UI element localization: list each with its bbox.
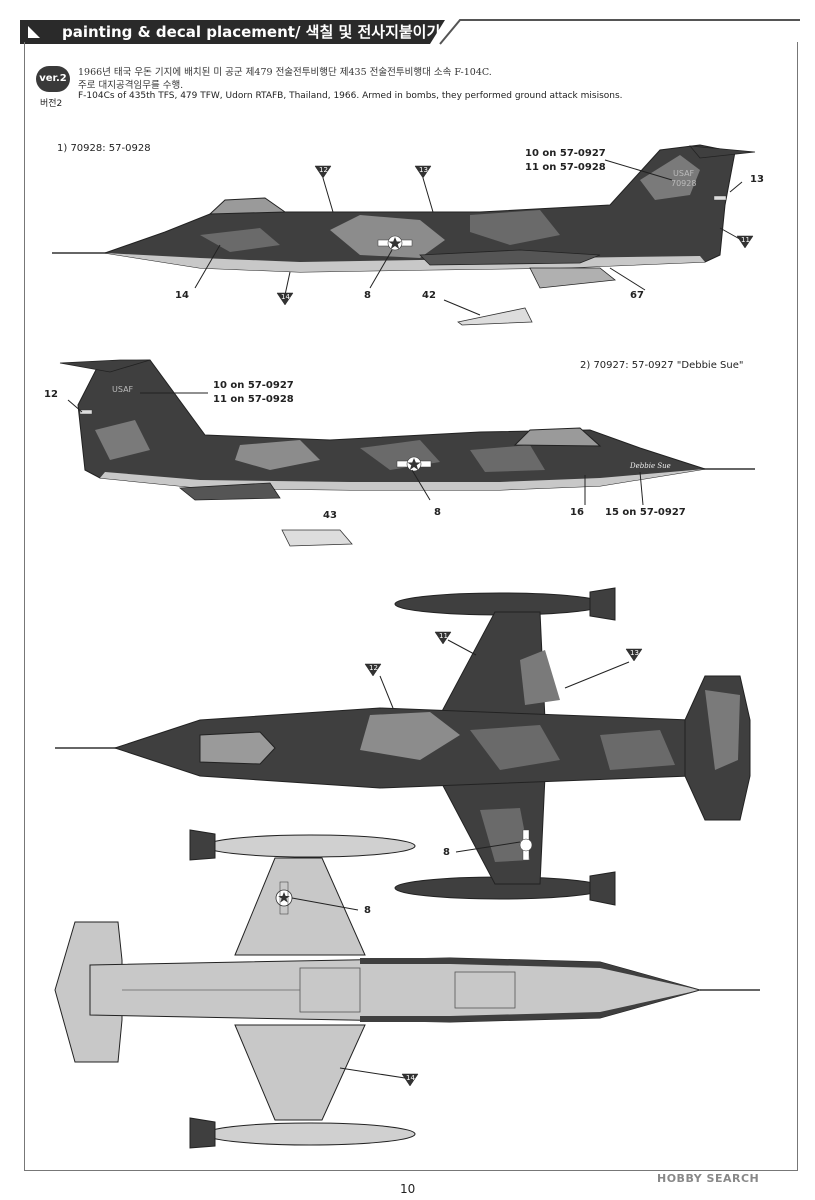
top-view-aircraft (55, 587, 751, 906)
header-bar (20, 12, 800, 52)
marker-label-11: 11 (741, 236, 750, 244)
callout-10-on-57-0927-p2: 10 on 57-0927 (213, 380, 294, 391)
header-bar-shape (20, 19, 800, 45)
marker-label-13: 13 (419, 166, 428, 174)
callout-43: 43 (323, 510, 337, 521)
description-english: F-104Cs of 435th TFS, 479 TFW, Udorn RTA… (78, 91, 623, 101)
marker-label-14-bottom: 14 (406, 1074, 415, 1082)
callout-8-p2: 8 (434, 507, 441, 518)
profile-2-aircraft: USAF Debbie Sue (59, 359, 755, 501)
profile-2-label: 2) 70927: 57-0927 "Debbie Sue" (580, 360, 744, 371)
callout-8-top: 8 (443, 847, 450, 858)
callout-13: 13 (750, 174, 764, 185)
triangle-icon (28, 26, 40, 38)
tail-text-usaf-2: USAF (112, 385, 134, 394)
part-42 (457, 307, 533, 326)
nose-art-text: Debbie Sue (629, 462, 671, 470)
part-43 (281, 529, 353, 547)
page-title: painting & decal placement/ 색칠 및 전사지붙이기 (62, 23, 441, 41)
page-number: 10 (400, 1182, 416, 1196)
callout-67: 67 (630, 290, 644, 301)
profile-1-label: 1) 70928: 57-0928 (57, 143, 151, 154)
marker-label-14: 14 (281, 293, 290, 301)
version-badge: ver.2 (36, 66, 70, 92)
callout-42: 42 (422, 290, 436, 301)
callout-16: 16 (570, 507, 584, 518)
marker-label-12-top: 12 (369, 664, 378, 672)
tail-text-usaf: USAF (673, 169, 695, 178)
callout-14: 14 (175, 290, 189, 301)
callout-12-p2: 12 (44, 389, 58, 400)
description-korean-line2: 주로 대지공격임무를 수행. (78, 80, 184, 91)
callout-8-bottom: 8 (364, 905, 371, 916)
marker-label-12: 12 (319, 166, 328, 174)
callout-8: 8 (364, 290, 371, 301)
watermark: HOBBY SEARCH (657, 1172, 760, 1185)
marker-label-11-top: 11 (439, 632, 448, 640)
description-korean-line1: 1966년 태국 우돈 기지에 배치된 미 공군 제479 전술전투비행단 제4… (78, 67, 492, 78)
bottom-view-aircraft (54, 829, 760, 1149)
callout-10-on-57-0927: 10 on 57-0927 (525, 148, 606, 159)
callout-11-on-57-0928: 11 on 57-0928 (525, 162, 606, 173)
page-frame (24, 42, 798, 1171)
marker-label-13-top: 13 (630, 649, 639, 657)
callout-11-on-57-0928-p2: 11 on 57-0928 (213, 394, 294, 405)
profile-1-aircraft: USAF 70928 (52, 144, 756, 289)
version-badge-sub: 버전2 (40, 99, 63, 109)
tail-serial: 70928 (671, 179, 696, 188)
callout-15-on-57-0927: 15 on 57-0927 (605, 507, 686, 518)
